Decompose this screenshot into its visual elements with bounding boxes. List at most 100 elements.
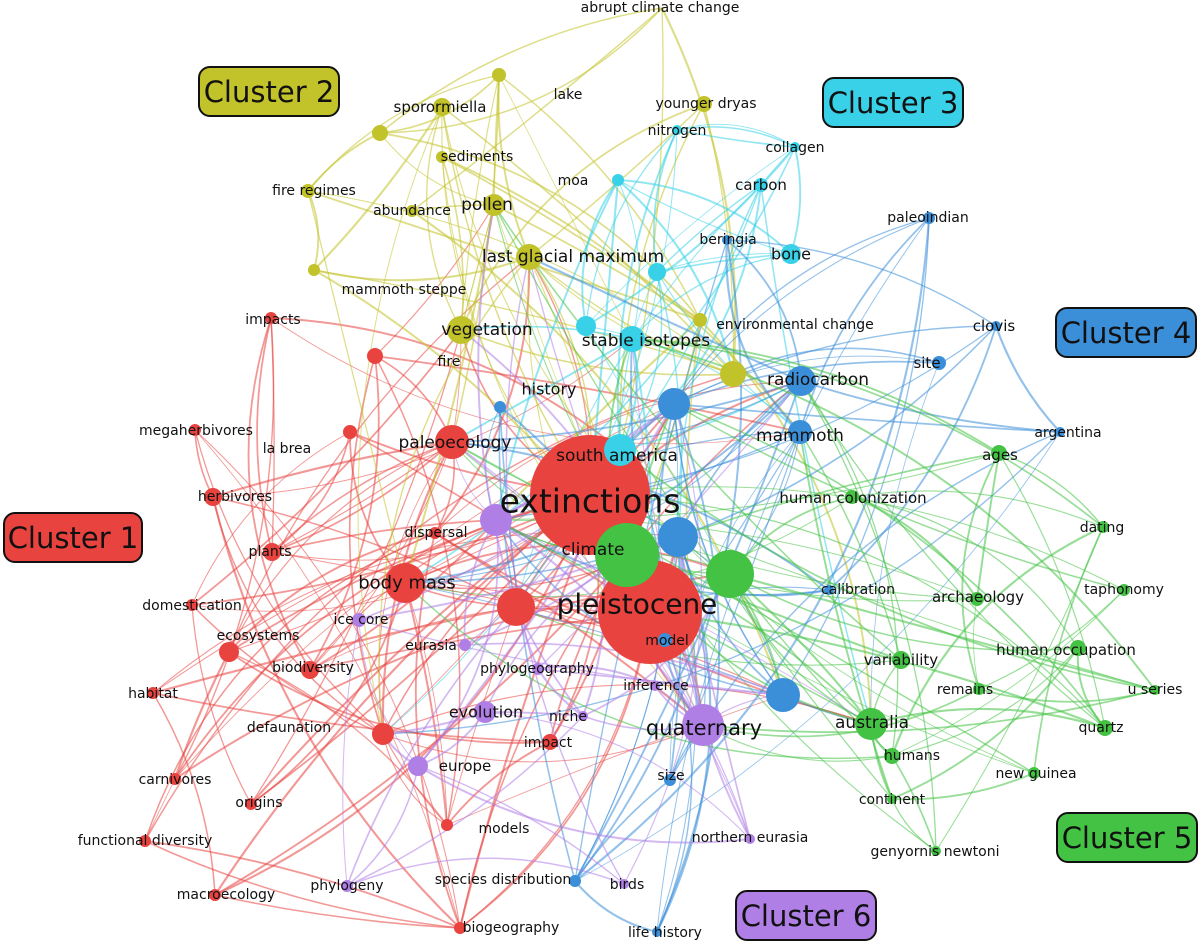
network-edge	[732, 347, 940, 375]
label-moa: moa	[558, 173, 589, 189]
network-edge	[891, 772, 1035, 801]
label-vegetation: vegetation	[441, 320, 532, 340]
node-sporormiella	[433, 98, 451, 116]
network-edge	[1076, 647, 1106, 729]
network-edge	[673, 403, 1061, 433]
label-impact: impact	[524, 735, 573, 751]
network-edge	[434, 380, 802, 534]
node-moa	[612, 174, 624, 186]
node-mammoth-steppe	[308, 264, 320, 276]
network-edge	[358, 619, 784, 696]
label-dating: dating	[1080, 520, 1125, 536]
cluster-3-label: Cluster 3	[827, 85, 959, 120]
network-edge	[451, 338, 633, 443]
node-calibration	[824, 585, 834, 595]
network-edge	[152, 605, 517, 695]
network-edge	[379, 132, 495, 206]
node-continent	[887, 794, 897, 804]
network-edge	[726, 239, 997, 327]
node-c4-hub1	[658, 388, 690, 420]
label-size: size	[657, 768, 684, 784]
network-edge	[374, 355, 801, 433]
node-humans	[884, 748, 900, 764]
label-model: model	[645, 633, 689, 649]
network-edge	[617, 179, 792, 255]
label-quartz: quartz	[1079, 720, 1124, 736]
node-younger-dryas	[696, 96, 712, 112]
network-edge	[799, 431, 902, 661]
network-edge	[417, 765, 751, 844]
network-edge	[585, 146, 796, 327]
label-carnivores: carnivores	[139, 772, 212, 788]
label-variability: variability	[864, 651, 939, 669]
label-pollen: pollen	[461, 195, 513, 215]
label-humans: humans	[884, 748, 940, 764]
network-edge	[574, 779, 671, 882]
network-edge	[460, 74, 500, 331]
network-edge	[499, 406, 576, 882]
node-body-mass	[385, 563, 425, 603]
network-edge	[585, 146, 796, 327]
node-carbon	[754, 178, 768, 192]
network-edge	[309, 355, 380, 671]
network-edge	[404, 582, 448, 826]
label-eurasia: eurasia	[405, 638, 457, 654]
label-radiocarbon: radiocarbon	[767, 370, 869, 390]
network-edge	[191, 329, 462, 606]
network-edge	[631, 338, 1104, 528]
node-genyornis-newtoni	[931, 846, 941, 856]
network-edge	[144, 840, 461, 929]
network-edge	[307, 190, 701, 321]
label-mammoth-steppe: mammoth steppe	[342, 282, 467, 298]
cluster-1-box: Cluster 1	[3, 512, 143, 563]
network-edge	[404, 582, 448, 826]
label-domestication: domestication	[142, 598, 241, 614]
label-south-america: south america	[556, 446, 678, 466]
node-plants	[263, 543, 281, 561]
network-edge	[152, 692, 216, 896]
node-c3-small2	[648, 263, 666, 281]
label-macroecology: macroecology	[177, 887, 275, 903]
node-human-colonization	[845, 490, 859, 504]
network-edge	[631, 253, 792, 340]
network-edge	[581, 179, 619, 327]
label-abundance: abundance	[373, 203, 451, 219]
network-edge	[493, 74, 500, 206]
network-edge	[515, 184, 762, 608]
network-edge	[891, 647, 1079, 800]
node-collagen	[790, 142, 800, 152]
network-edge	[194, 429, 461, 929]
node-last-glacial-maximum	[516, 244, 542, 270]
network-edge	[194, 429, 461, 929]
network-edge	[790, 146, 802, 255]
label-stable-isotopes: stable isotopes	[582, 331, 711, 351]
network-edge	[976, 452, 1000, 600]
cluster-6-label: Cluster 6	[740, 898, 872, 933]
label-birds: birds	[610, 877, 644, 893]
label-ages: ages	[982, 446, 1018, 464]
network-edge	[379, 7, 663, 134]
network-edge	[307, 132, 381, 192]
node-dispersal	[429, 527, 441, 539]
label-body-mass: body mass	[358, 573, 456, 594]
node-history	[494, 401, 506, 413]
node-megaherbivores	[189, 424, 201, 436]
network-edge	[656, 271, 801, 433]
node-biogeography	[454, 922, 466, 934]
node-evolution	[474, 701, 496, 723]
node-site	[932, 356, 946, 370]
label-niche: niche	[549, 709, 587, 725]
network-edge	[574, 880, 658, 934]
network-edge	[891, 755, 937, 852]
label-new-guinea: new guinea	[995, 766, 1076, 782]
network-edge	[617, 179, 792, 255]
network-edge	[307, 190, 406, 584]
network-edge	[144, 778, 176, 842]
network-edge	[617, 179, 640, 340]
network-edge	[417, 403, 675, 767]
node-climate	[595, 523, 659, 587]
cluster-6-box: Cluster 6	[735, 890, 877, 941]
network-edge	[702, 688, 980, 738]
network-edge	[725, 239, 801, 433]
node-lake	[492, 68, 506, 82]
